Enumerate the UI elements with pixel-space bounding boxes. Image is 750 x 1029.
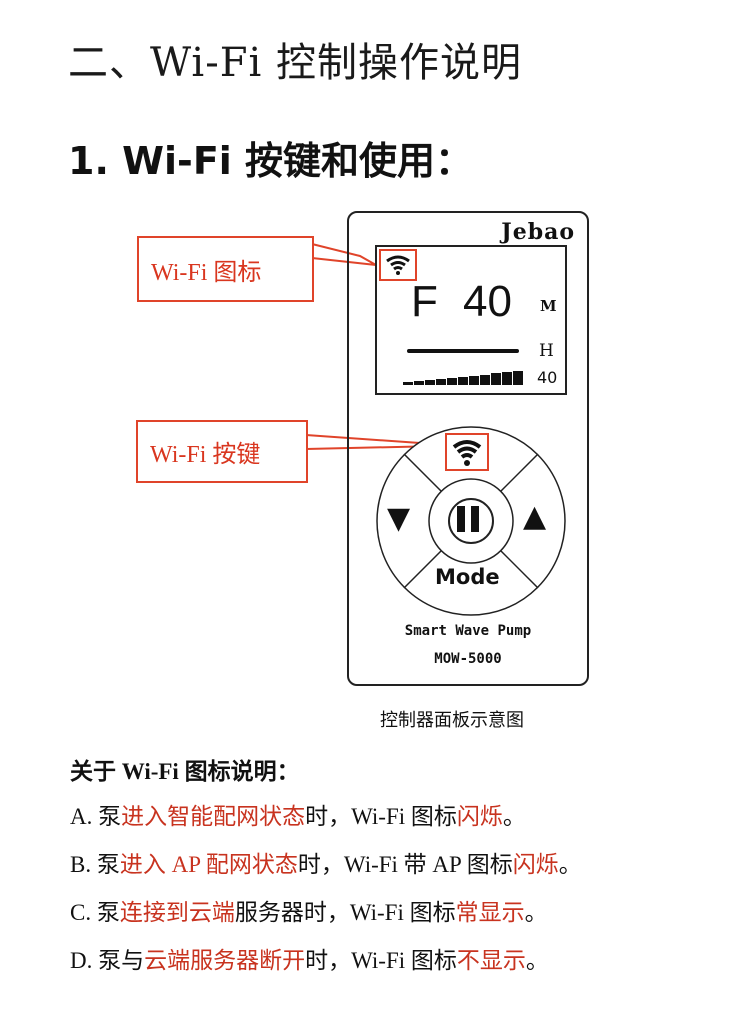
item-suffix: 。 xyxy=(502,804,526,829)
lcd-level: 40 xyxy=(537,368,558,387)
subsection-heading: 1. Wi-Fi 按键和使用： xyxy=(68,139,474,183)
wifi-icon-callout: Wi-Fi 图标 xyxy=(137,236,314,302)
brand-logo: Jebao xyxy=(501,219,575,245)
item-highlight: 闪烁 xyxy=(456,804,503,829)
lcd-screen: F 40 M H 40 xyxy=(375,245,567,395)
lcd-value: 40 xyxy=(463,277,512,326)
item-highlight: 进入 AP 配网状态 xyxy=(119,852,298,877)
item-highlight: 闪烁 xyxy=(512,852,559,877)
legend-title: 关于 Wi-Fi 图标说明： xyxy=(70,759,300,784)
model-number: MOW-5000 xyxy=(434,651,502,667)
pause-icon[interactable] xyxy=(457,506,465,532)
lcd-bar xyxy=(407,349,519,353)
wifi-button[interactable] xyxy=(445,433,489,471)
item-highlight: 常显示 xyxy=(455,900,525,925)
wifi-icon xyxy=(386,255,410,275)
item-mid: 服务器时，Wi-Fi 图标 xyxy=(234,900,456,925)
item-highlight: 不显示 xyxy=(456,948,526,973)
wifi-button-callout-label: Wi-Fi 按键 xyxy=(150,442,261,468)
lcd-mode: F xyxy=(411,277,438,326)
section-heading: 二、Wi-Fi 控制操作说明 xyxy=(68,40,522,86)
wifi-icon-highlight xyxy=(379,249,417,281)
legend-item-c: C. 泵连接到云端服务器时，Wi-Fi 图标常显示。 xyxy=(70,893,548,927)
item-highlight: 云端服务器断开 xyxy=(144,948,306,973)
lcd-unit-h: H xyxy=(539,341,554,361)
lcd-unit-m: M xyxy=(540,297,557,315)
legend-item-a: A. 泵进入智能配网状态时，Wi-Fi 图标闪烁。 xyxy=(70,797,526,831)
legend-item-d: D. 泵与云端服务器断开时，Wi-Fi 图标不显示。 xyxy=(70,941,549,975)
item-suffix: 。 xyxy=(524,900,548,925)
item-prefix: B. 泵 xyxy=(70,852,120,877)
figure-caption: 控制器面板示意图 xyxy=(380,710,524,731)
level-bars-icon xyxy=(403,371,523,385)
wifi-icon-callout-label: Wi-Fi 图标 xyxy=(151,259,262,286)
mode-button[interactable]: Mode xyxy=(435,565,500,589)
item-highlight: 连接到云端 xyxy=(119,900,235,925)
item-highlight: 进入智能配网状态 xyxy=(121,804,306,829)
down-button[interactable]: ▼ xyxy=(387,501,411,536)
item-prefix: D. 泵与 xyxy=(70,948,145,973)
pause-icon-bar[interactable] xyxy=(471,506,479,532)
up-button[interactable]: ▲ xyxy=(523,499,547,534)
controller-panel: Jebao F 40 M H 40 xyxy=(347,211,589,686)
item-suffix: 。 xyxy=(525,948,549,973)
item-mid: 时，Wi-Fi 图标 xyxy=(305,948,457,973)
product-name: Smart Wave Pump xyxy=(404,623,532,639)
wifi-icon xyxy=(452,440,482,466)
item-mid: 时，Wi-Fi 带 AP 图标 xyxy=(297,852,513,877)
legend-item-b: B. 泵进入 AP 配网状态时，Wi-Fi 带 AP 图标闪烁。 xyxy=(70,845,582,879)
item-mid: 时，Wi-Fi 图标 xyxy=(305,804,457,829)
item-prefix: C. 泵 xyxy=(70,900,120,925)
wifi-button-callout: Wi-Fi 按键 xyxy=(136,420,308,483)
item-suffix: 。 xyxy=(558,852,582,877)
item-prefix: A. 泵 xyxy=(70,804,122,829)
